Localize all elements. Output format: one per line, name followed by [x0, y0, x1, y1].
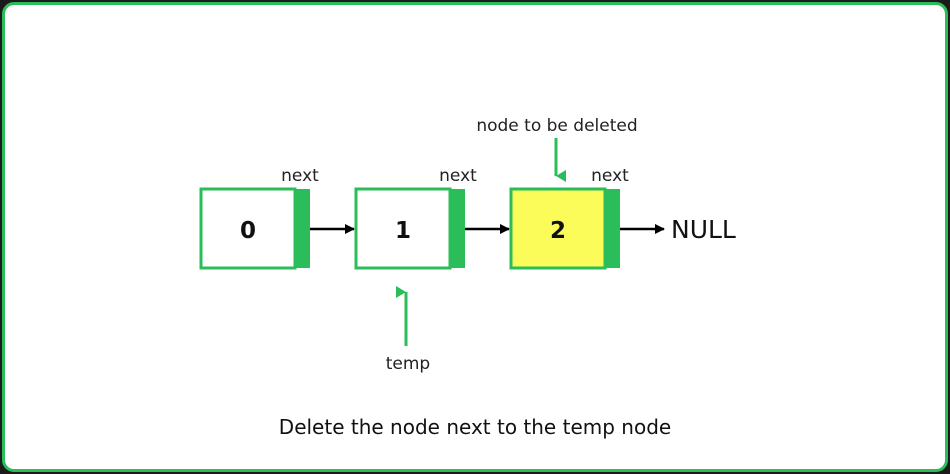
- node-2-value: 2: [550, 218, 566, 244]
- node-0-data-box: [199, 187, 297, 270]
- node-2-next-label: next: [591, 166, 629, 186]
- list-node-0: 0 next: [199, 166, 319, 270]
- node-1-next-field: [450, 189, 465, 268]
- diagram-caption: Delete the node next to the temp node: [279, 415, 671, 439]
- null-label: NULL: [671, 215, 736, 244]
- list-node-2: 2 next: [509, 166, 629, 270]
- node-0-value: 0: [240, 218, 256, 244]
- node-1-next-label: next: [439, 166, 477, 186]
- node-0-next-field: [295, 189, 310, 268]
- node-2-next-field: [605, 189, 620, 268]
- node-1-data-box: [354, 187, 452, 270]
- node-2-data-box: [509, 187, 607, 270]
- node-0-next-label: next: [281, 166, 319, 186]
- list-node-1: 1 next: [354, 166, 477, 270]
- node-1-value: 1: [395, 218, 411, 244]
- pointer-target-label: node to be deleted: [476, 116, 637, 136]
- pointer-temp-label: temp: [386, 354, 430, 374]
